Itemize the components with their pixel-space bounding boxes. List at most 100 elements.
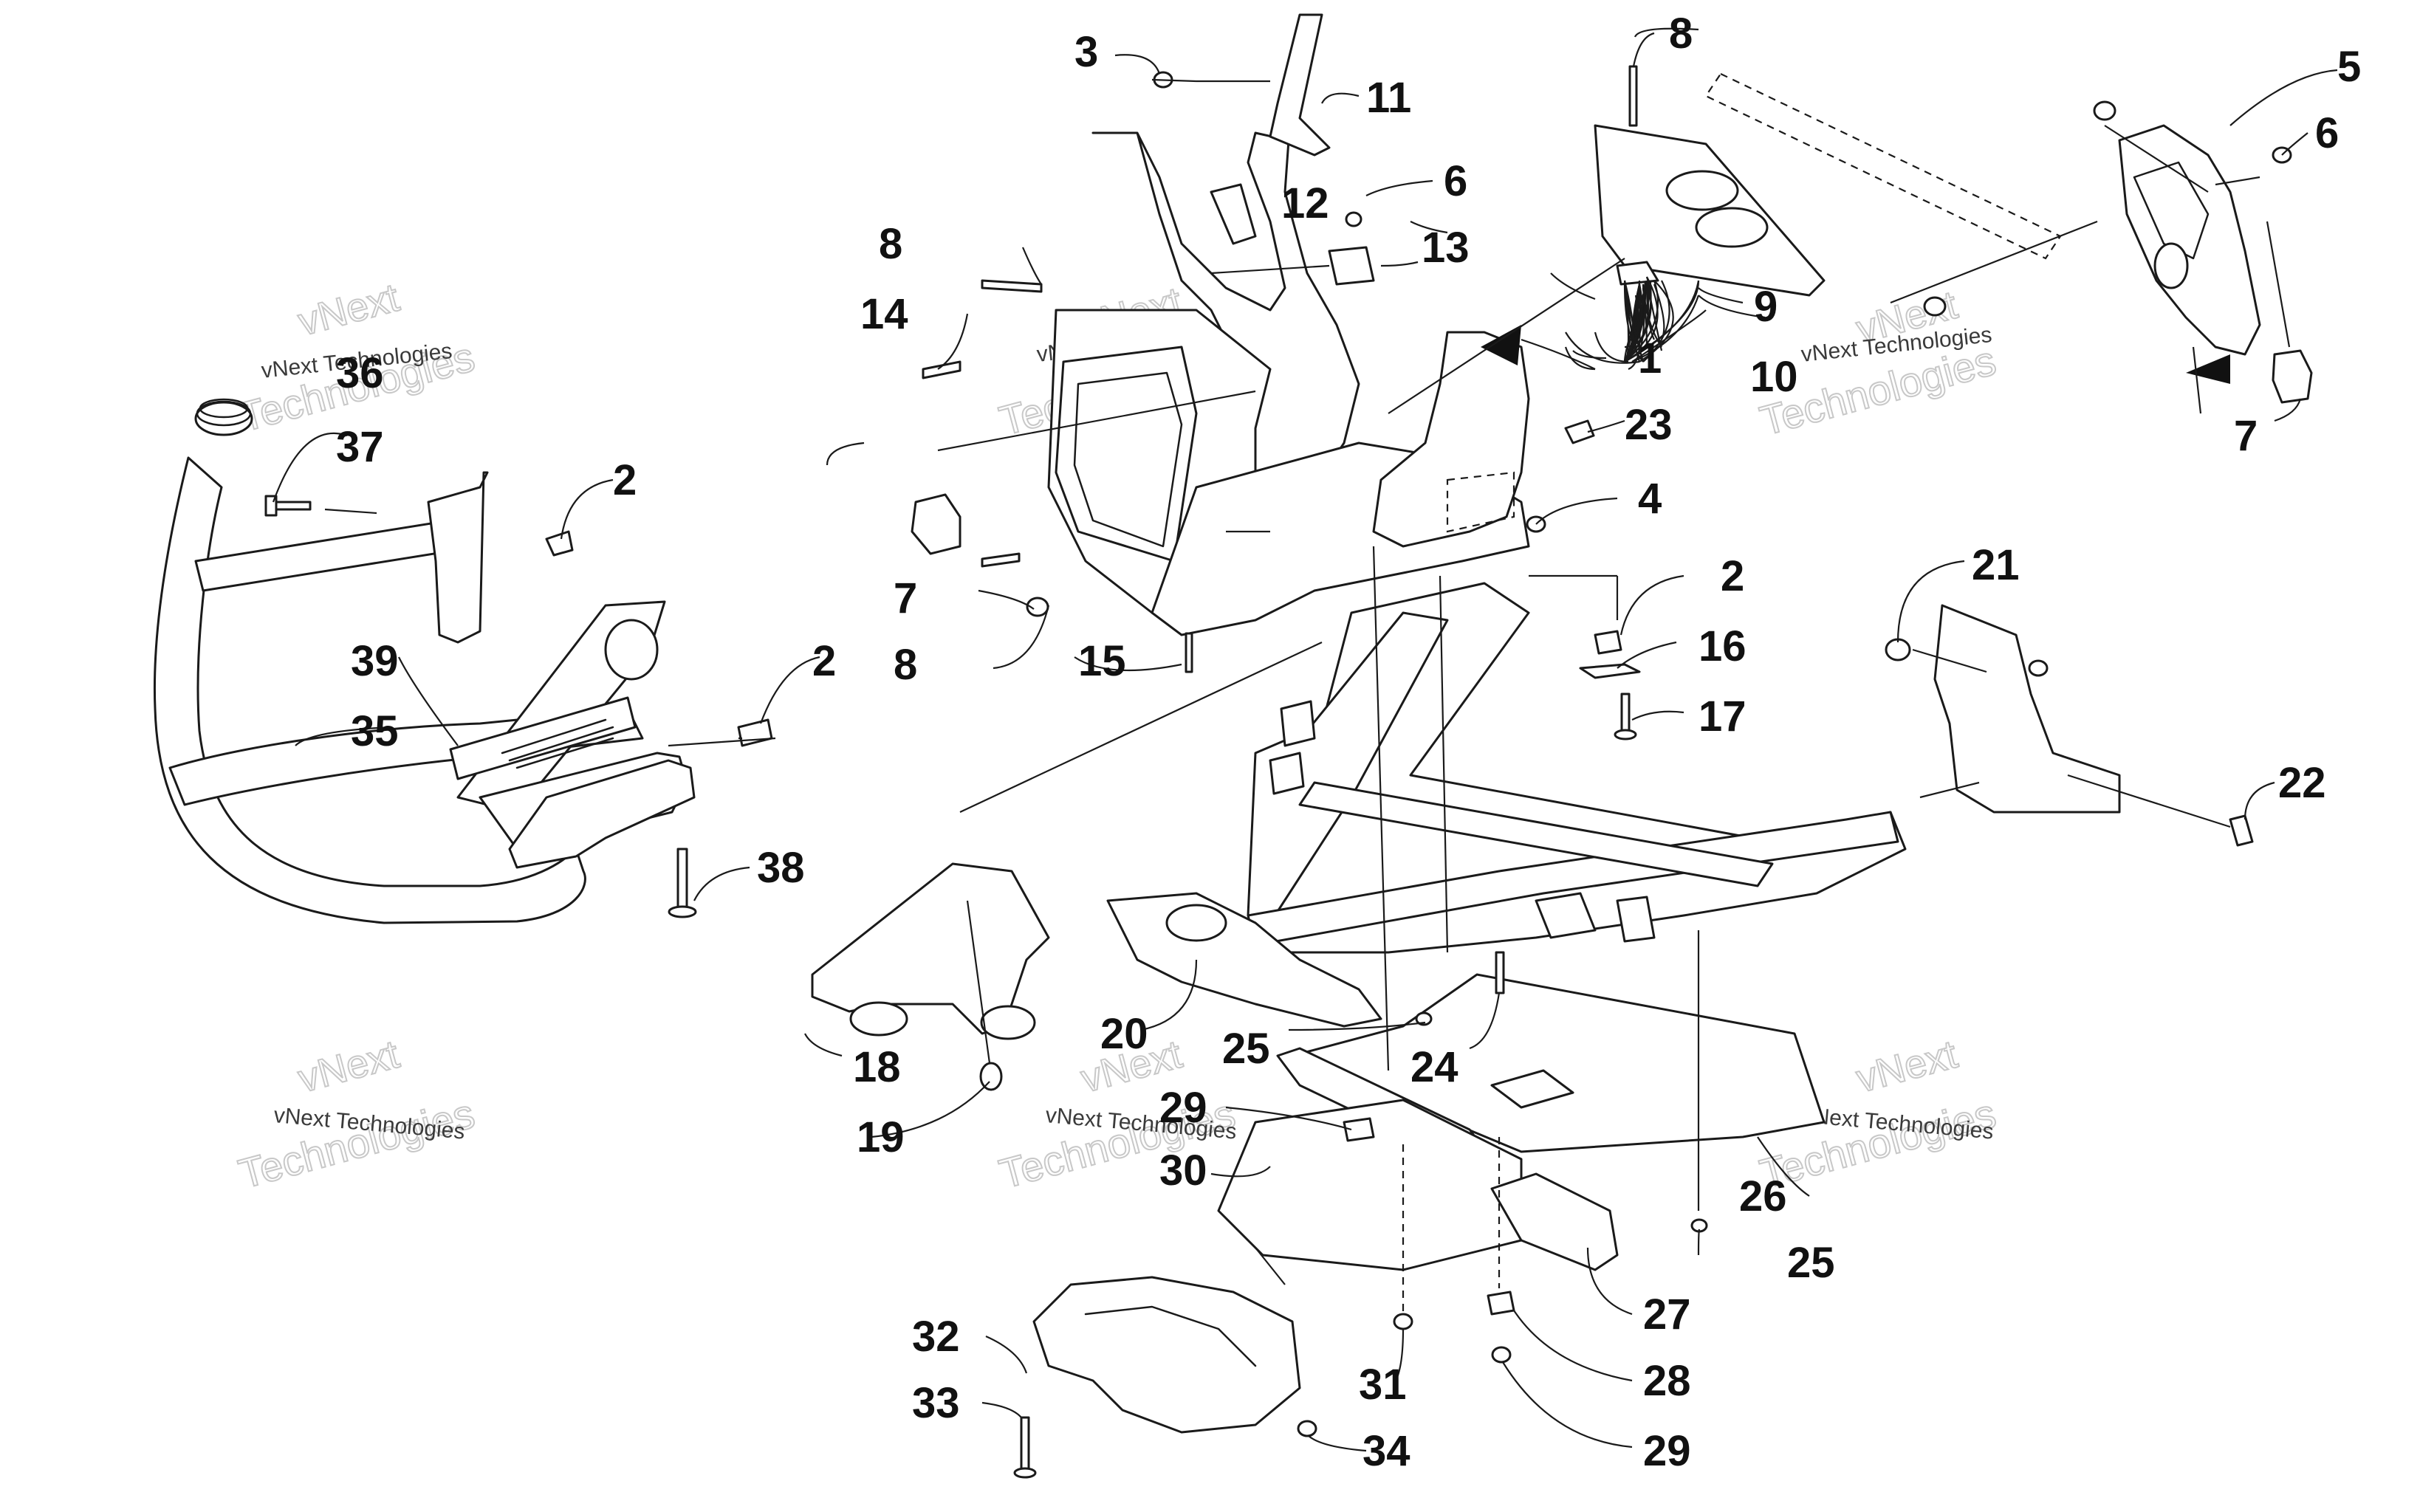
watermark-big-1: vNext bbox=[1852, 1032, 1962, 1102]
callout-23: 23 bbox=[1625, 401, 1673, 449]
nut-28 bbox=[1487, 1291, 1515, 1316]
callout-6-right: 6 bbox=[2315, 109, 2339, 157]
skid-plate-assembly bbox=[1013, 951, 1826, 1479]
frame-crossbeam bbox=[1298, 781, 1774, 887]
plate-9-hole-1 bbox=[1665, 170, 1739, 211]
tower-main-frame bbox=[1091, 131, 1360, 518]
nut-2-bumper bbox=[737, 718, 773, 747]
callout-8-upper: 8 bbox=[879, 220, 902, 268]
callout-7-left: 7 bbox=[894, 574, 917, 622]
callout-32: 32 bbox=[912, 1313, 960, 1361]
callout-39: 39 bbox=[351, 637, 399, 685]
callout-15: 15 bbox=[1078, 637, 1126, 685]
nut-29-upper bbox=[1343, 1117, 1375, 1142]
watermark-big-1: vNext bbox=[294, 275, 404, 345]
callout-29-upper: 29 bbox=[1159, 1084, 1207, 1132]
callout-28: 28 bbox=[1643, 1357, 1691, 1405]
plate-9 bbox=[1594, 124, 1826, 297]
main-frame bbox=[811, 582, 2254, 1091]
callout-38: 38 bbox=[757, 844, 805, 892]
callout-24: 24 bbox=[1410, 1043, 1458, 1091]
skid-plate-30 bbox=[1217, 1099, 1523, 1271]
bracket-5-boss bbox=[2153, 242, 2189, 289]
bolt-17 bbox=[1620, 693, 1631, 732]
watermark-bottom-left: vNext Technologies vNext Technologies bbox=[233, 1031, 480, 1198]
bolt-31 bbox=[1393, 1313, 1413, 1330]
bumper-pivot bbox=[604, 619, 659, 681]
callout-labels: 1 2 2 2 3 4 5 6 6 7 7 8 8 8 9 10 11 12 1… bbox=[336, 10, 2361, 1475]
bolt-38-head bbox=[668, 905, 697, 918]
plate-9-hole-2 bbox=[1695, 207, 1769, 248]
callout-33: 33 bbox=[912, 1379, 960, 1427]
bolt-38 bbox=[676, 848, 688, 910]
callout-2-bumper-clip: 2 bbox=[613, 456, 637, 504]
bushing-7-left bbox=[911, 493, 962, 555]
callout-34: 34 bbox=[1362, 1427, 1410, 1475]
nut-19 bbox=[979, 1062, 1003, 1091]
callout-30: 30 bbox=[1159, 1147, 1207, 1195]
bolt-22 bbox=[2229, 814, 2254, 847]
callout-1: 1 bbox=[1638, 334, 1662, 382]
bumper-bracket-upper bbox=[427, 471, 489, 644]
callout-5: 5 bbox=[2337, 43, 2361, 91]
bolt-17-head bbox=[1614, 729, 1637, 740]
gusset-12 bbox=[1210, 183, 1257, 245]
callout-4: 4 bbox=[1638, 475, 1662, 523]
callout-21: 21 bbox=[1972, 541, 2020, 589]
callout-37: 37 bbox=[336, 423, 384, 471]
bracket-18-bushing-left bbox=[849, 1001, 908, 1037]
bolt-33-head bbox=[1013, 1467, 1037, 1479]
washer-16 bbox=[1579, 663, 1641, 679]
assembly-lines bbox=[324, 78, 2291, 1314]
bumper-skid-plate bbox=[508, 759, 696, 869]
clip-2-left bbox=[545, 530, 574, 557]
callout-25-left: 25 bbox=[1222, 1025, 1270, 1073]
bumper-mesh-pad bbox=[449, 696, 637, 780]
nut-23 bbox=[1564, 419, 1595, 444]
pad-27 bbox=[1490, 1172, 1619, 1271]
bolt-5 bbox=[1923, 296, 1947, 317]
bolt-15 bbox=[1185, 632, 1193, 673]
bumper-tube bbox=[153, 456, 586, 924]
front-frame-tower bbox=[911, 13, 1595, 673]
callout-leaders bbox=[272, 27, 2338, 1452]
callout-3: 3 bbox=[1074, 28, 1098, 76]
callout-20: 20 bbox=[1100, 1010, 1148, 1058]
pin-8-lower bbox=[981, 552, 1021, 568]
callout-27: 27 bbox=[1643, 1291, 1691, 1339]
bolt-24 bbox=[1495, 951, 1505, 994]
callout-14: 14 bbox=[860, 290, 908, 338]
callout-16: 16 bbox=[1699, 622, 1747, 670]
upper-right-assembly bbox=[1594, 65, 2313, 404]
reference-bar bbox=[1704, 72, 2062, 260]
callout-8-top: 8 bbox=[1669, 10, 1693, 58]
callout-2-bumper-nut: 2 bbox=[812, 637, 836, 685]
callout-2-center: 2 bbox=[1721, 552, 1744, 600]
bracket-5 bbox=[2118, 124, 2261, 356]
callout-19: 19 bbox=[857, 1113, 905, 1161]
callout-26: 26 bbox=[1739, 1172, 1787, 1220]
bolt-6-center bbox=[1345, 211, 1362, 227]
bracket-13 bbox=[1328, 246, 1375, 286]
callout-7-right: 7 bbox=[2234, 412, 2258, 460]
frame-bracket-right bbox=[1535, 892, 1597, 939]
frame-side-rail bbox=[1247, 811, 1899, 946]
nut-21 bbox=[1885, 638, 1911, 662]
top-bracket-11 bbox=[1269, 13, 1331, 157]
callout-13: 13 bbox=[1422, 224, 1470, 272]
callout-25-right: 25 bbox=[1787, 1239, 1835, 1287]
mount-21-hole bbox=[2028, 659, 2049, 677]
watermark-big-2: Technologies bbox=[234, 1090, 479, 1197]
skid-plate-front bbox=[1032, 1276, 1301, 1434]
mount-plate-21 bbox=[1933, 604, 2121, 814]
frame-tab-1 bbox=[1280, 700, 1316, 747]
callout-18: 18 bbox=[853, 1043, 901, 1091]
pin-8-upper bbox=[981, 279, 1043, 293]
bolt-29-lower bbox=[1491, 1346, 1512, 1364]
bushing-7-right bbox=[2272, 349, 2313, 404]
callout-10: 10 bbox=[1750, 353, 1798, 401]
callout-31: 31 bbox=[1359, 1361, 1407, 1409]
callout-17: 17 bbox=[1699, 693, 1747, 740]
frame-tab-2 bbox=[1269, 752, 1305, 795]
mesh-pattern bbox=[501, 718, 614, 769]
